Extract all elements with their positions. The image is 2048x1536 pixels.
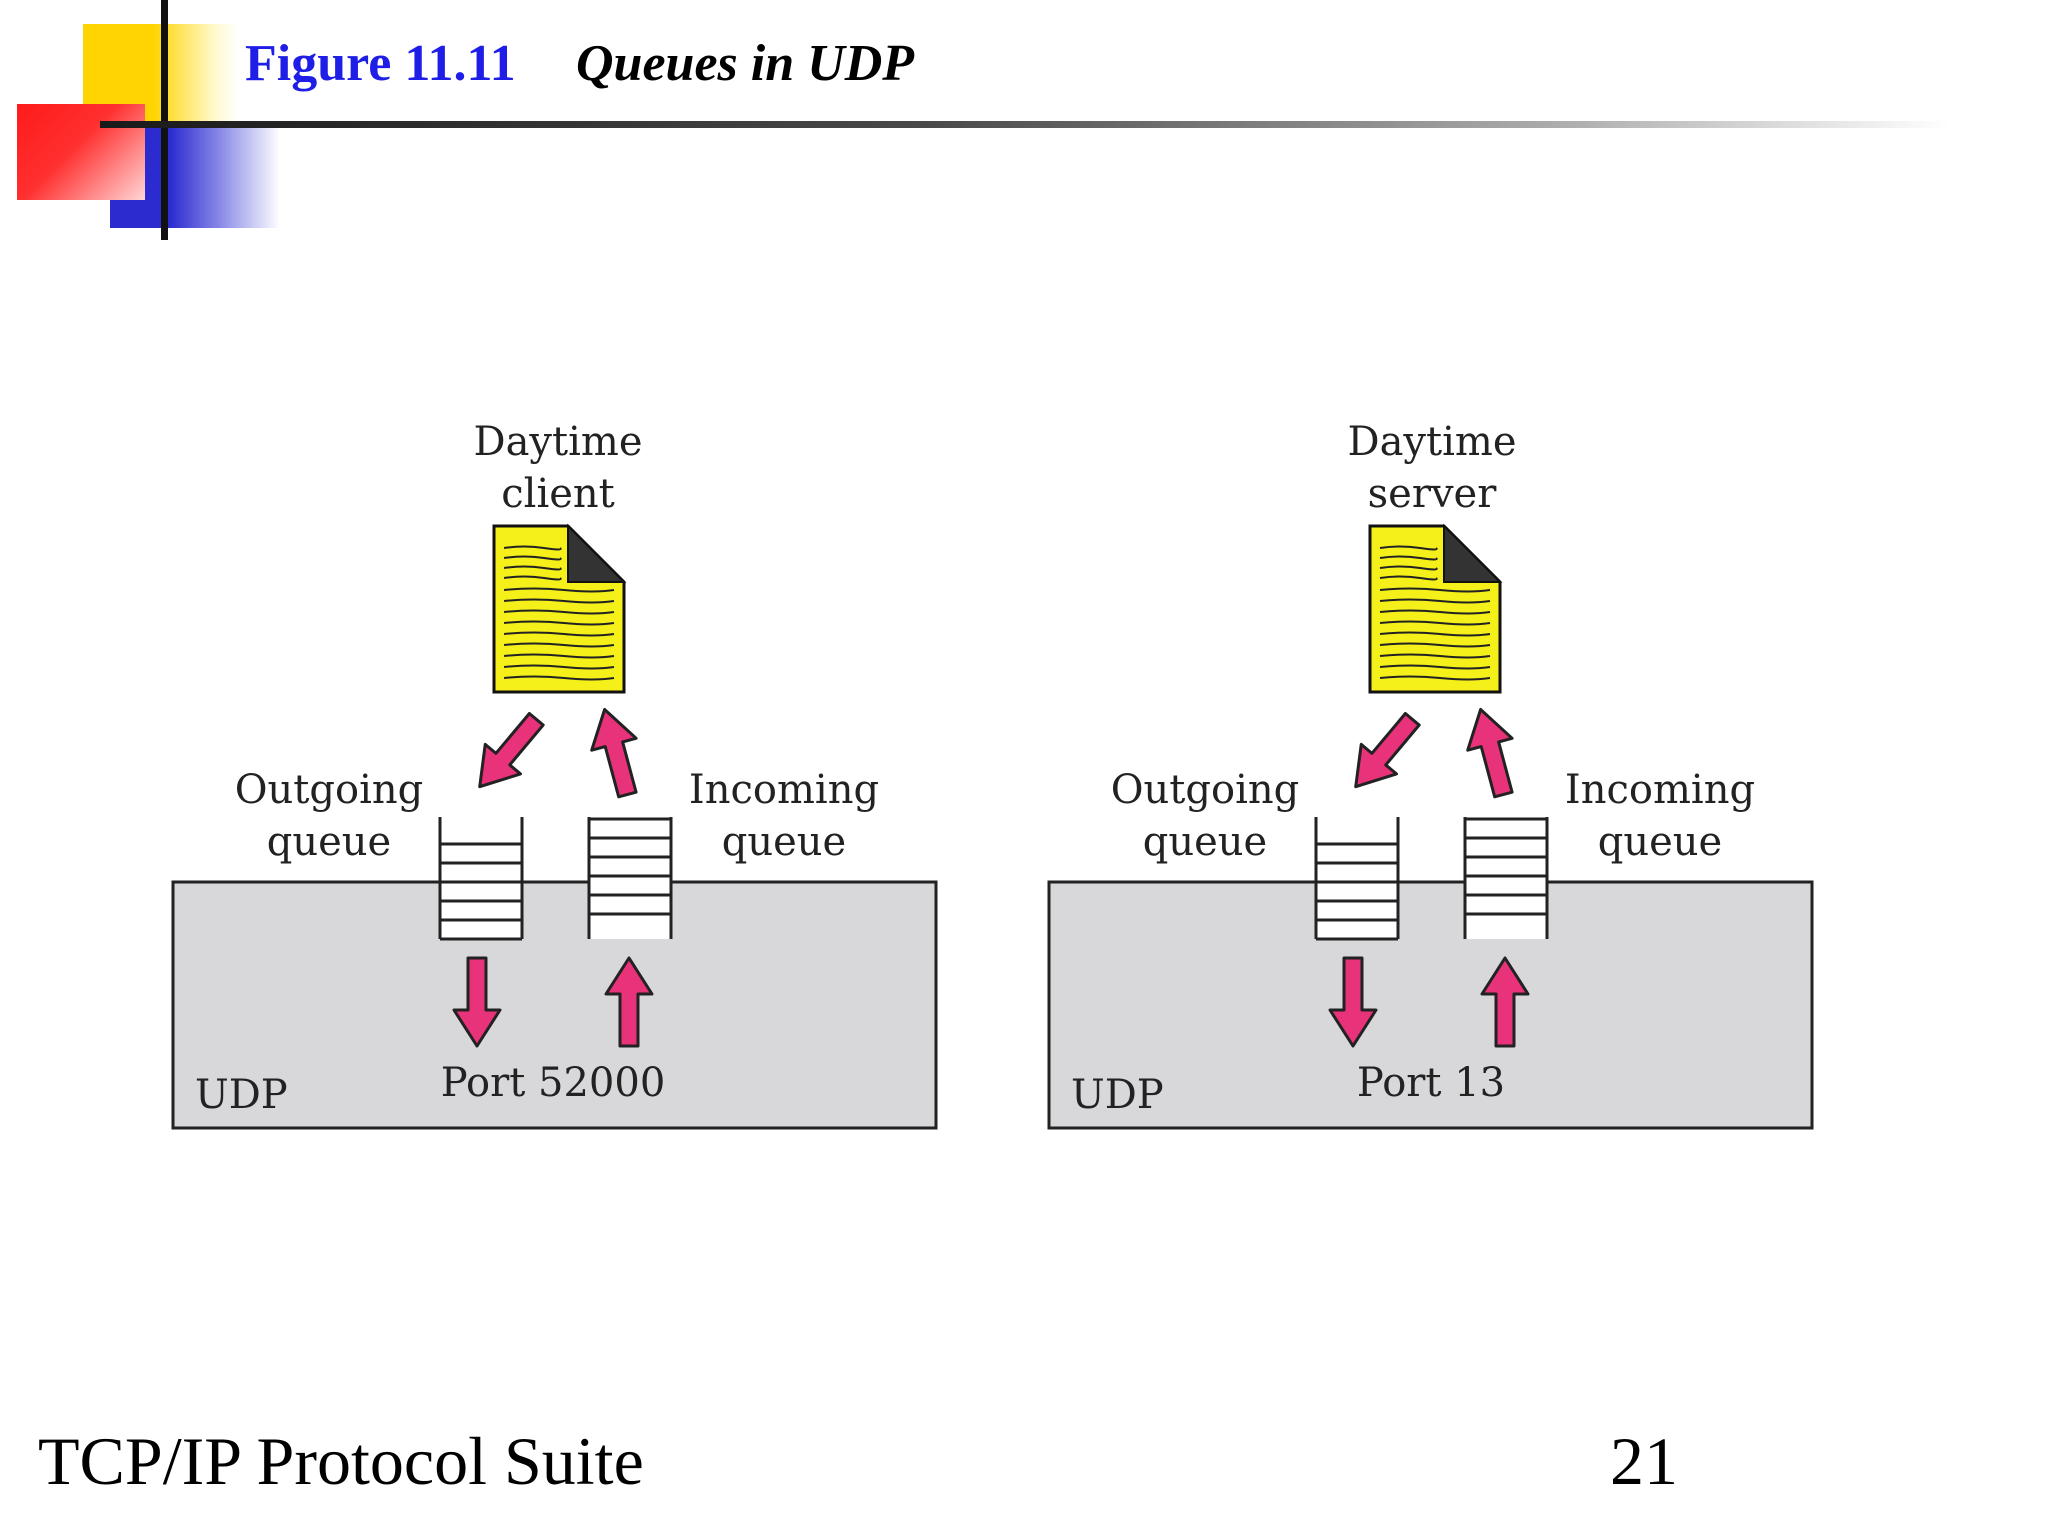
document-icon — [492, 524, 626, 694]
arrow-from-incoming-queue — [1456, 702, 1528, 802]
port-label: Port 13 — [1357, 1060, 1505, 1106]
app-label-line1: Daytime — [474, 419, 643, 465]
footer-title: TCP/IP Protocol Suite — [38, 1423, 644, 1499]
app-label-line1: Daytime — [1348, 419, 1517, 465]
client-panel: Daytime client Outgoing queue Incoming q… — [171, 419, 938, 1130]
incoming-label-line2: queue — [722, 819, 846, 865]
outgoing-queue — [1314, 815, 1400, 941]
incoming-label-line2: queue — [1598, 819, 1722, 865]
figure-number: Figure 11.11 — [245, 35, 516, 92]
outgoing-label-line2: queue — [1143, 819, 1267, 865]
udp-layer-box — [171, 880, 938, 1130]
deco-red-square — [17, 104, 145, 200]
outgoing-label-line2: queue — [267, 819, 391, 865]
page-number: 21 — [1610, 1423, 1678, 1499]
outgoing-label-line1: Outgoing — [1111, 767, 1299, 813]
server-panel: Daytime server Outgoing queue Incoming q… — [1047, 419, 1814, 1130]
port-label: Port 52000 — [441, 1060, 666, 1106]
udp-label: UDP — [1071, 1072, 1164, 1118]
udp-label: UDP — [195, 1072, 288, 1118]
incoming-label-line1: Incoming — [689, 767, 879, 813]
incoming-queue — [1463, 815, 1549, 941]
udp-layer-box — [1047, 880, 1814, 1130]
incoming-queue — [587, 815, 673, 941]
document-icon — [1368, 524, 1502, 694]
deco-vertical-bar — [161, 0, 168, 240]
arrow-to-outgoing-queue — [1336, 703, 1432, 803]
arrow-from-incoming-queue — [580, 702, 652, 802]
app-label-line2: client — [501, 471, 615, 517]
title-underline — [100, 121, 1950, 128]
app-label-line2: server — [1368, 471, 1498, 517]
figure-title: Queues in UDP — [576, 35, 915, 92]
outgoing-queue — [438, 815, 524, 941]
outgoing-label-line1: Outgoing — [235, 767, 423, 813]
arrow-to-outgoing-queue — [460, 703, 556, 803]
incoming-label-line1: Incoming — [1565, 767, 1755, 813]
